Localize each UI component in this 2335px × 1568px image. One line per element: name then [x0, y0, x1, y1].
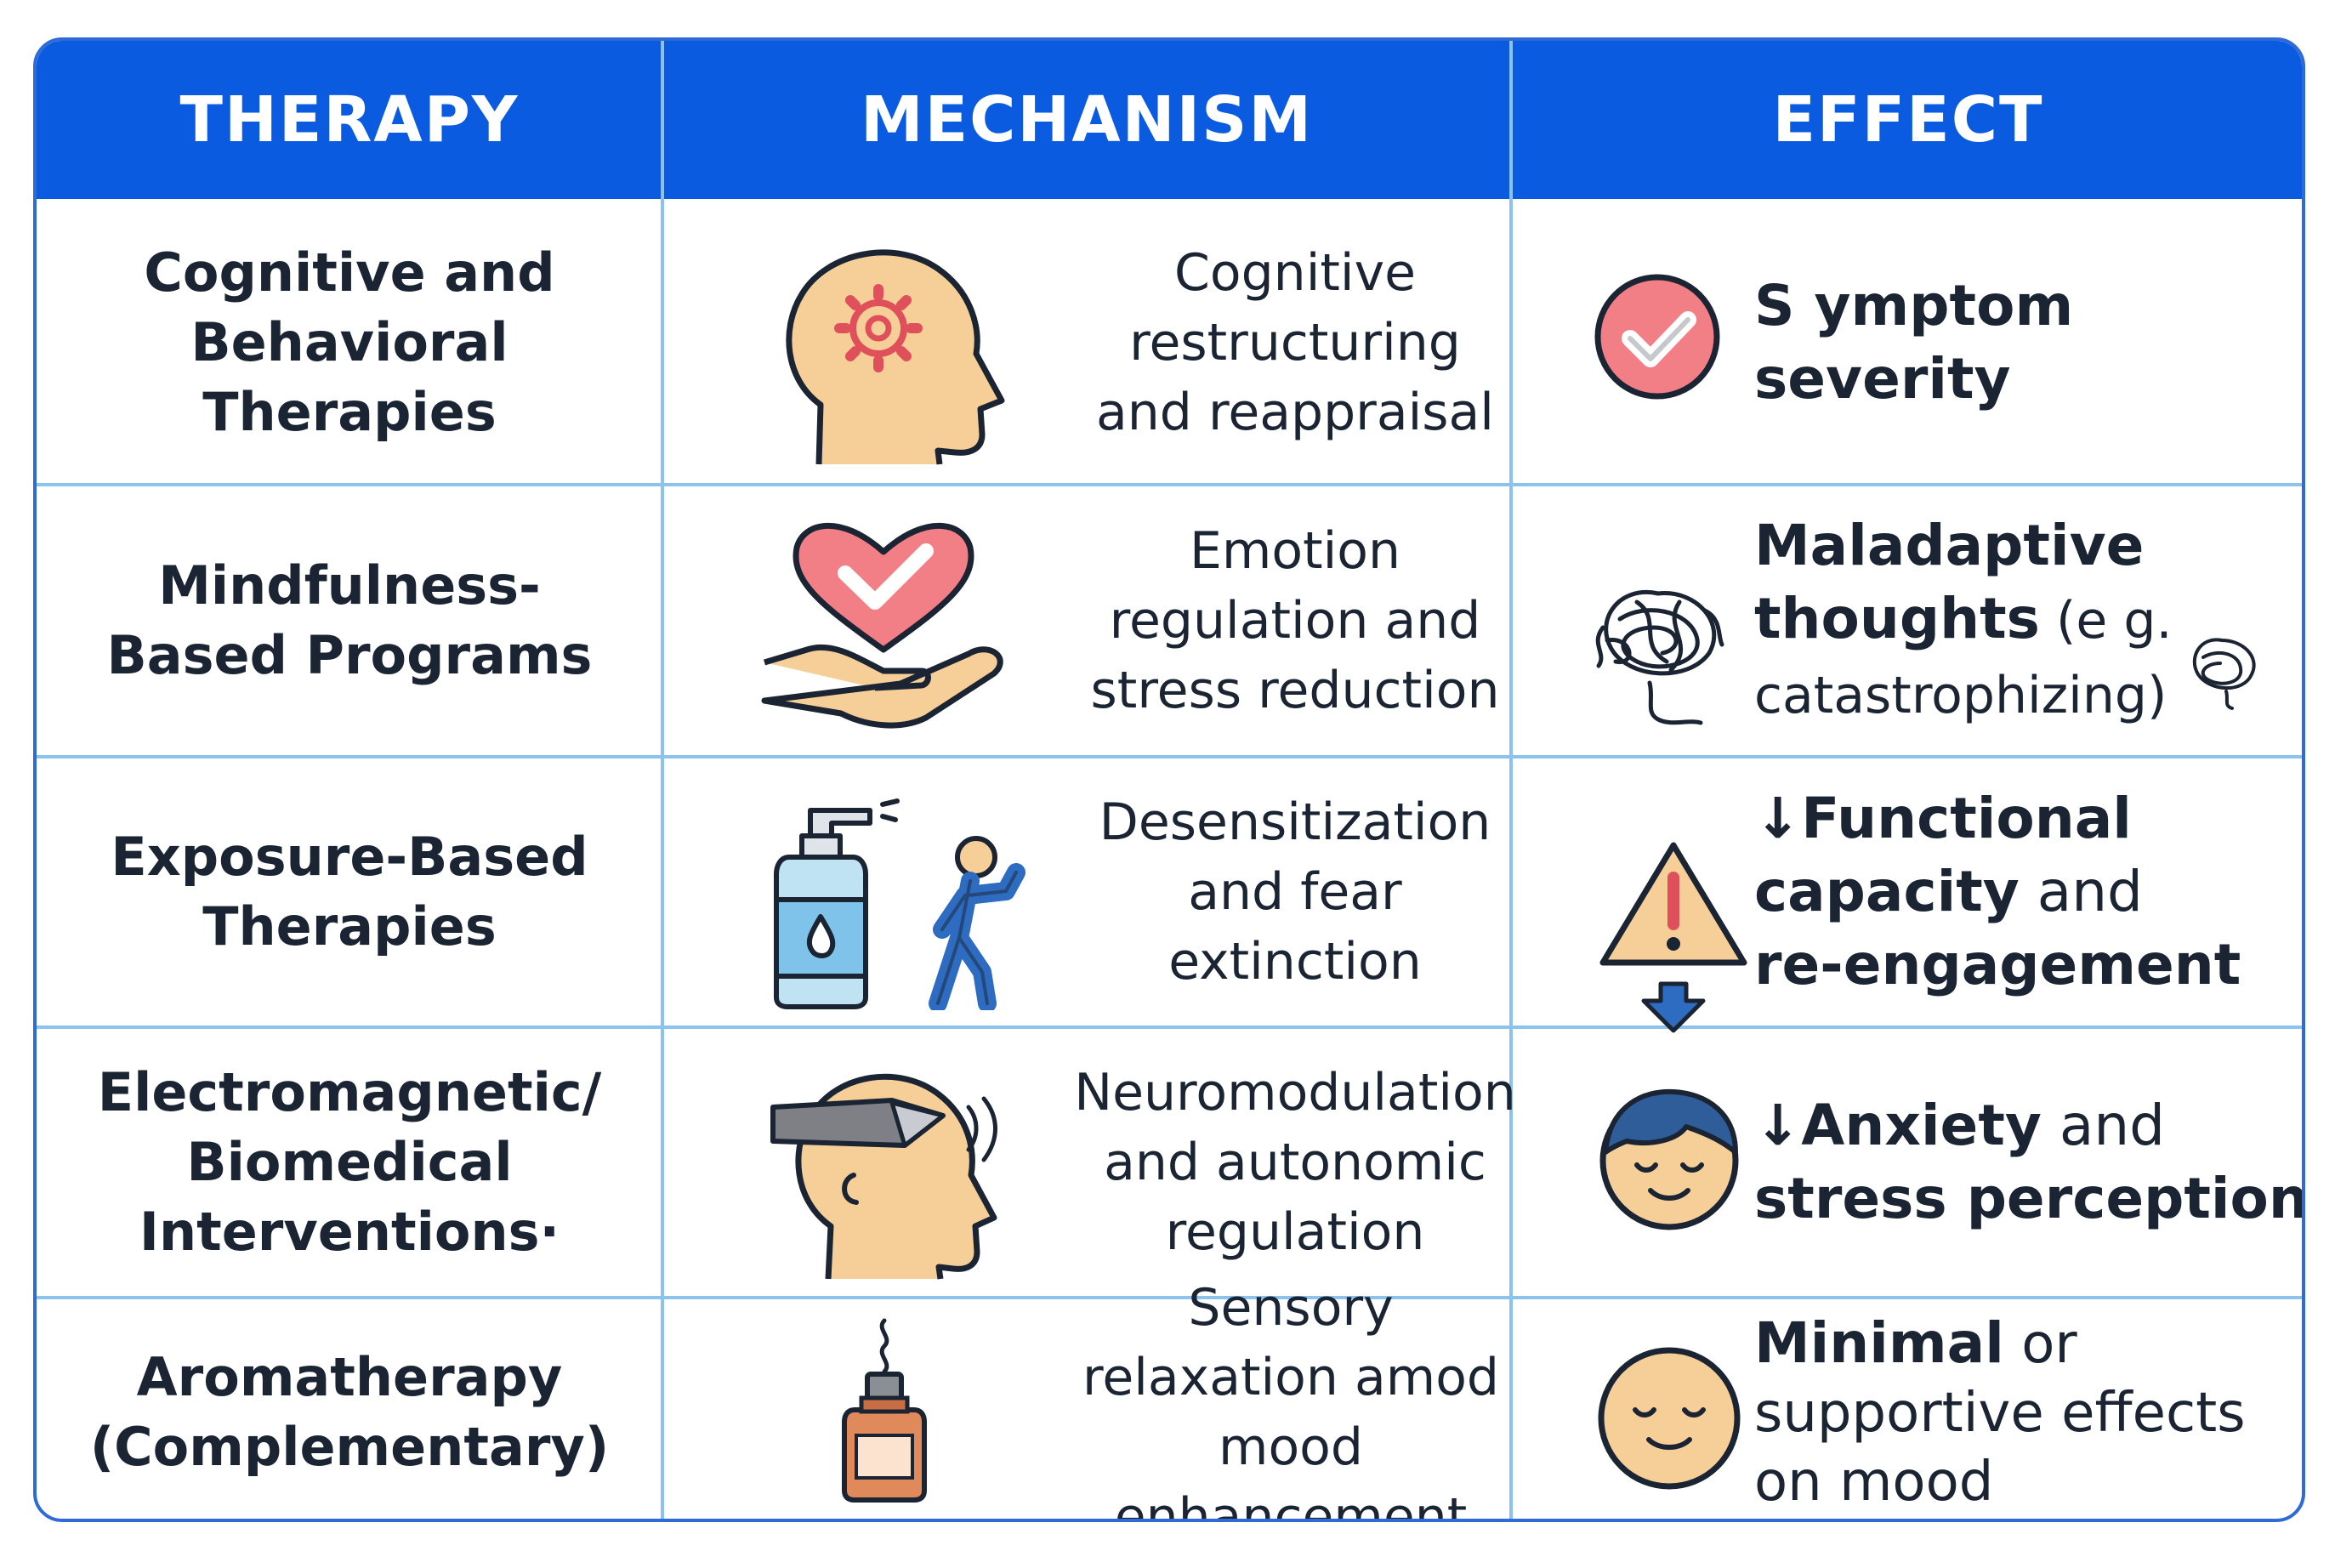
effect-strong-text: Minimal	[1754, 1310, 2004, 1376]
warning-arrow-icon	[1599, 842, 1747, 1033]
therapy-cell: Mindfulness- Based Programs	[106, 554, 593, 686]
row-divider	[37, 1025, 2302, 1029]
therapy-cell: Exposure-Based Therapies	[111, 826, 588, 957]
hand-heart-icon	[761, 522, 1003, 729]
header-therapy: THERAPY	[179, 83, 520, 156]
row-divider	[37, 483, 2302, 486]
effect-cell: ↓Anxiety and stress perception	[1754, 1029, 2305, 1296]
therapy-cell: Electromagnetic/ Biomedical Intervention…	[97, 1061, 602, 1263]
row-divider	[37, 1296, 2302, 1299]
effect-plain-text: and	[2037, 859, 2143, 924]
check-circle-icon	[1594, 274, 1720, 400]
oil-bottle-icon	[842, 1318, 927, 1503]
effect-plain-text: and	[2059, 1093, 2166, 1158]
effect-plain-text: (e g. catastrophizing)	[1754, 591, 2173, 725]
mechanism-cell: Desensitization and fear extinction	[1099, 793, 1491, 991]
header-mechanism: MECHANISM	[860, 83, 1314, 156]
mechanism-cell: Sensory relaxation amod mood enhancement	[1082, 1278, 1499, 1522]
spray-bottle-person-icon	[774, 798, 1025, 1010]
therapy-cell: Cognitive and Behavioral Therapies	[144, 241, 555, 443]
effect-strong-text-2: re-engagement	[1754, 932, 2241, 997]
header-effect: EFFECT	[1772, 83, 2044, 156]
effect-plain-text: or supportive effects on mood	[1754, 1312, 2246, 1514]
table-header: THERAPY MECHANISM EFFECT	[37, 41, 2302, 199]
effect-strong-text: S ymptom severity	[1754, 273, 2074, 412]
tangled-thought-small-icon	[2192, 638, 2256, 710]
therapy-table: THERAPY MECHANISM EFFECT Cognitive and B…	[33, 37, 2305, 1522]
calm-face-hair-icon	[1599, 1088, 1739, 1230]
effect-strong-text: ↓Anxiety	[1754, 1093, 2042, 1158]
column-divider	[661, 41, 664, 1519]
calm-face-icon	[1598, 1347, 1741, 1490]
mechanism-cell: Emotion regulation and stress reduction	[1090, 521, 1500, 720]
mechanism-cell: Cognitive restructuring and reappraisal	[1096, 243, 1494, 442]
effect-cell: Minimal or supportive effects on mood	[1754, 1299, 2298, 1519]
head-headset-icon	[770, 1073, 997, 1280]
mechanism-cell: Neuromodulation and autonomic regulation	[1074, 1063, 1516, 1262]
effect-cell: S ymptom severity	[1754, 202, 2298, 483]
tangled-thoughts-icon	[1595, 590, 1724, 725]
effect-cell: Maladaptive thoughts (e g. catastrophizi…	[1754, 486, 2298, 755]
effect-cell: ↓Functional capacity and re-engagement	[1754, 758, 2298, 1025]
therapy-cell: Aromatherapy (Complementary)	[89, 1346, 610, 1478]
effect-strong-text: Maladaptive thoughts	[1754, 513, 2145, 651]
effect-strong-text: ↓Functional capacity	[1754, 786, 2132, 924]
column-divider	[1509, 41, 1513, 1519]
effect-strong-text-2: stress perception	[1754, 1166, 2305, 1231]
head-gear-icon	[786, 249, 1005, 465]
row-divider	[37, 755, 2302, 758]
